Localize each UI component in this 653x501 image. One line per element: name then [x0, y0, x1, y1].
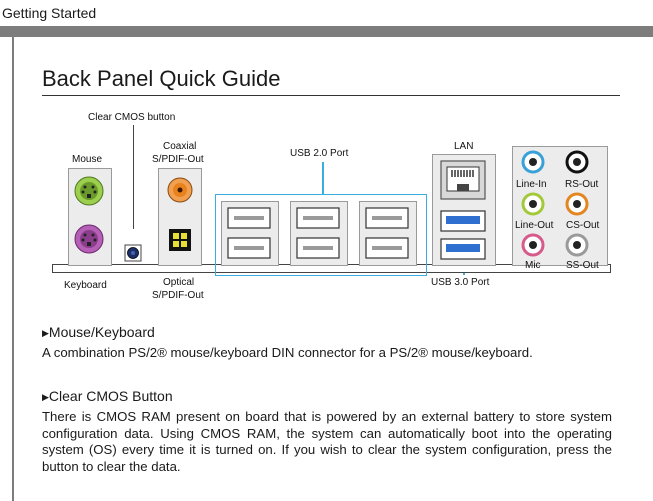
rs-out-jack — [565, 150, 589, 174]
rs-out-label: RS-Out — [565, 179, 599, 190]
usb30-port — [440, 238, 486, 260]
usb20-leader — [322, 162, 324, 194]
usb20-port — [227, 207, 271, 229]
cs-out-jack — [565, 192, 589, 216]
clear-cmos-button[interactable] — [124, 244, 142, 262]
title-underline — [42, 95, 620, 96]
left-margin-rule — [12, 37, 14, 501]
ss-out-jack — [565, 233, 589, 257]
keyboard-label: Keyboard — [64, 280, 107, 291]
clear-cmos-label: Clear CMOS button — [88, 112, 176, 123]
lan-label: LAN — [454, 141, 474, 152]
usb30-label: USB 3.0 Port — [431, 277, 490, 288]
ps2-mouse-port — [74, 176, 104, 206]
optical-label-line2: S/PDIF-Out — [152, 290, 204, 301]
usb20-port — [227, 237, 271, 259]
bullet-triangle-icon: ▶ — [42, 328, 49, 338]
usb20-highlight — [215, 194, 427, 276]
ss-out-label: SS-Out — [566, 260, 599, 271]
usb20-port — [296, 237, 340, 259]
mic-label: Mic — [525, 260, 541, 271]
page-title: Back Panel Quick Guide — [42, 66, 281, 91]
line-out-jack — [521, 192, 545, 216]
lan-port — [440, 160, 486, 200]
section-text-mouse-keyboard: A combination PS/2® mouse/keyboard DIN c… — [42, 345, 533, 360]
ps2-keyboard-port — [74, 224, 104, 254]
section-heading-mouse-keyboard: ▶Mouse/Keyboard — [42, 324, 155, 340]
line-in-jack — [521, 150, 545, 174]
optical-spdif-port — [169, 229, 191, 251]
usb20-label: USB 2.0 Port — [290, 148, 349, 159]
section-heading-clear-cmos: ▶Clear CMOS Button — [42, 388, 173, 404]
section-text-clear-cmos: There is CMOS RAM present on board that … — [42, 409, 612, 474]
usb30-port — [440, 210, 486, 232]
clear-cmos-leader — [133, 125, 134, 229]
usb20-port — [296, 207, 340, 229]
usb20-port — [365, 207, 409, 229]
mouse-label: Mouse — [72, 154, 103, 165]
bullet-triangle-icon: ▶ — [42, 392, 49, 402]
optical-label-line1: Optical — [163, 277, 195, 288]
cs-out-label: CS-Out — [566, 220, 600, 231]
line-out-label: Line-Out — [515, 220, 554, 231]
header-bar — [0, 26, 653, 37]
usb20-port — [365, 237, 409, 259]
section-header-title: Getting Started — [2, 5, 97, 21]
mic-jack — [521, 233, 545, 257]
coaxial-label-line1: Coaxial — [163, 141, 197, 152]
line-in-label: Line-In — [516, 179, 547, 190]
coaxial-label-line2: S/PDIF-Out — [152, 154, 204, 165]
coaxial-spdif-port — [167, 177, 193, 203]
